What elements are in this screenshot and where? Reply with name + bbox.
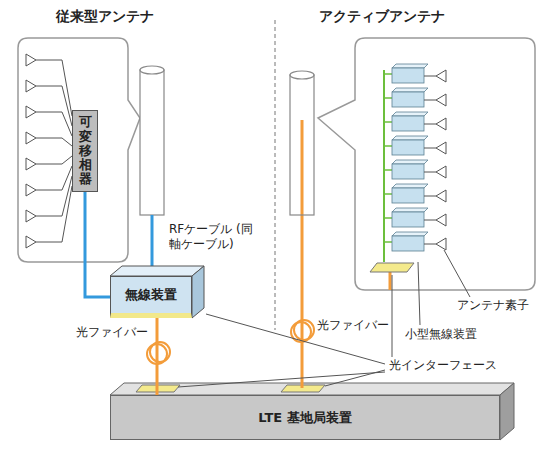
- small-radio-unit: [392, 236, 424, 251]
- bus-stub: [384, 97, 392, 99]
- small-radio-unit: [392, 92, 424, 107]
- panel-title: 従来型アンテナ: [55, 8, 155, 26]
- fiber-label: 光ファイバー: [316, 318, 390, 333]
- antenna-element: [26, 54, 72, 116]
- antenna-element: [26, 156, 72, 170]
- base-side: [500, 383, 514, 440]
- radio-box-side: [192, 266, 204, 318]
- leader-line: [392, 275, 393, 357]
- antenna-element: [26, 186, 72, 248]
- cylinder-body: [140, 70, 164, 215]
- antenna-element: [424, 94, 446, 106]
- antenna-element: [424, 118, 446, 130]
- panel-title: アクティブアンテナ: [318, 8, 446, 26]
- small-radio-top: [392, 112, 428, 116]
- small-radio-top: [392, 208, 428, 212]
- small-radio-top: [392, 136, 428, 140]
- part-label: 光インターフェース: [388, 358, 498, 373]
- antenna-element: [424, 142, 446, 154]
- phase-shifter-box: 可変移相器: [72, 110, 98, 192]
- antenna-element: [424, 166, 446, 178]
- optical-fiber: [389, 272, 392, 290]
- small-radio-unit: [392, 116, 424, 131]
- node-text: 無線装置: [125, 286, 177, 304]
- antenna-cylinder: [290, 71, 314, 215]
- bus-stub: [384, 169, 392, 171]
- base-station-box: LTE 基地局装置: [110, 395, 500, 440]
- bus-line: [383, 70, 385, 262]
- small-radio-unit: [392, 164, 424, 179]
- radio-device-box: 無線装置: [110, 276, 192, 318]
- small-radio-unit: [392, 188, 424, 203]
- small-radio-top: [392, 232, 428, 236]
- callout-bubble: [318, 38, 535, 290]
- bus-stub: [384, 217, 392, 219]
- antenna-element: [424, 70, 446, 82]
- antenna-element: [424, 190, 446, 202]
- bus-stub: [384, 193, 392, 195]
- antenna-element: [26, 132, 72, 146]
- connector-line: [156, 318, 159, 395]
- leader-line: [418, 262, 420, 325]
- cylinder-top: [140, 66, 164, 74]
- antenna-element: [424, 214, 446, 226]
- cylinder-top: [290, 71, 314, 79]
- connector: [85, 192, 110, 297]
- node-text: LTE 基地局装置: [258, 409, 351, 427]
- connector-label: 光ファイバー: [75, 324, 149, 341]
- antenna-element: [26, 166, 72, 196]
- antenna-element: [26, 176, 72, 222]
- part-label: 小型無線装置: [404, 327, 478, 342]
- optical-interface-plate: [370, 263, 414, 272]
- radio-box-top: [110, 266, 204, 276]
- active-array: [384, 64, 446, 251]
- bus-stub: [384, 73, 392, 75]
- connector-line: [85, 192, 110, 297]
- antenna-element: [424, 238, 446, 250]
- optical-fiber: [301, 120, 304, 388]
- small-radio-unit: [392, 68, 424, 83]
- part-label: アンテナ素子: [456, 298, 530, 313]
- leader-line: [444, 250, 470, 297]
- antenna-element: [26, 106, 72, 136]
- cable-label: RFケーブル (同軸ケーブル): [168, 222, 262, 252]
- base-top: [110, 383, 514, 395]
- rf-cable: [151, 215, 154, 268]
- bus-stub: [384, 241, 392, 243]
- bus-stub: [384, 121, 392, 123]
- leader-line: [178, 372, 385, 387]
- node-text: 可変移相器: [79, 115, 92, 186]
- small-radio-unit: [392, 140, 424, 155]
- small-radio-top: [392, 160, 428, 164]
- antenna-array: [26, 54, 72, 248]
- bus-stub: [384, 145, 392, 147]
- separator: [275, 20, 276, 330]
- small-radio-top: [392, 184, 428, 188]
- small-radio-top: [392, 64, 428, 68]
- connector: [157, 318, 158, 395]
- small-radio-unit: [392, 212, 424, 227]
- antenna-cylinder: [140, 66, 164, 215]
- callout-bubble: [18, 38, 140, 262]
- small-radio-top: [392, 88, 428, 92]
- cylinder-body: [290, 75, 314, 215]
